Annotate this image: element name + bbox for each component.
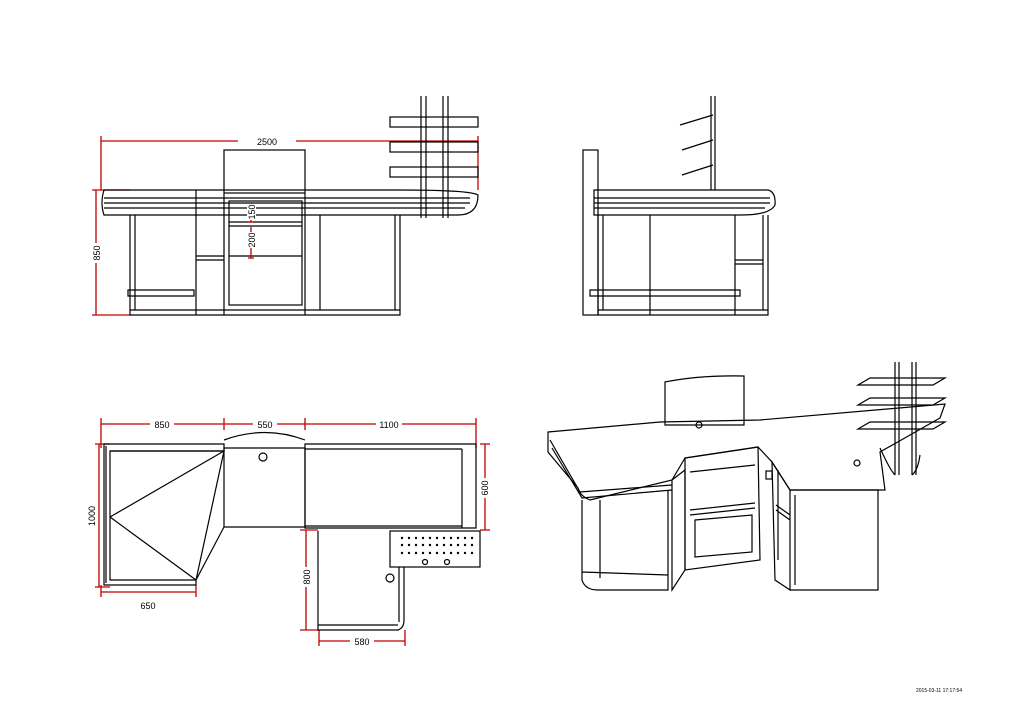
front-view: 2500 850 150 200 [91, 96, 479, 316]
panel-holes [400, 536, 474, 555]
side-view [582, 96, 776, 316]
dim-600: 600 [480, 480, 490, 495]
timestamp: 2015-03-11 17:17:54 [916, 688, 963, 694]
dim-shelf-200: 200 [247, 232, 257, 247]
dim-height-850: 850 [92, 245, 102, 260]
dim-580: 580 [354, 637, 369, 647]
dim-650: 650 [140, 601, 155, 611]
isometric-view [547, 362, 948, 593]
dim-1100: 1100 [379, 420, 398, 430]
dim-width-2500: 2500 [257, 137, 277, 147]
plan-view: 850 550 1100 650 580 1000 600 800 [87, 418, 490, 647]
dim-800: 800 [302, 569, 312, 584]
dim-550: 550 [257, 420, 272, 430]
dim-850: 850 [154, 420, 169, 430]
dim-shelf-150: 150 [247, 204, 257, 219]
dim-1000: 1000 [87, 506, 97, 526]
